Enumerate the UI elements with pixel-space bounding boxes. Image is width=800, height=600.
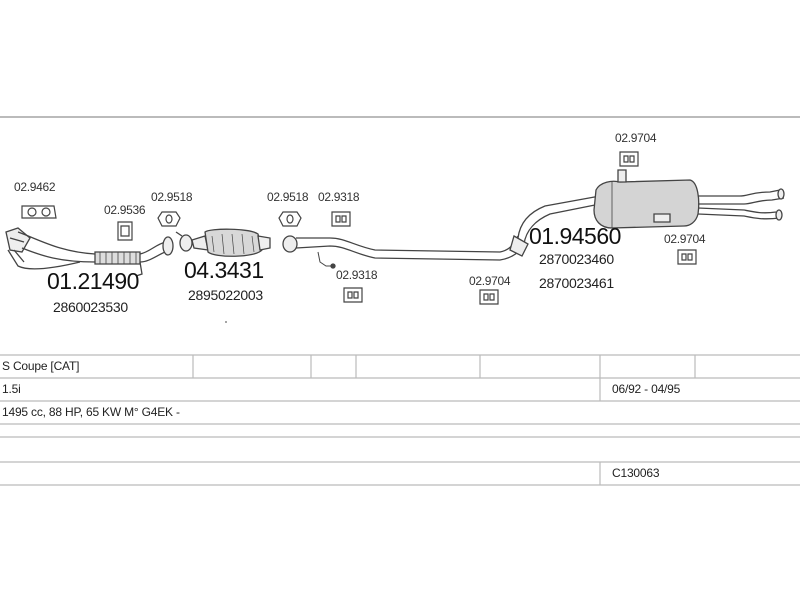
part-label-02-9536: 02.9536 — [104, 203, 146, 217]
hanger-02-9704-c — [677, 249, 697, 265]
spec-years: 06/92 - 04/95 — [612, 382, 681, 396]
front-pipe-oem: 2860023530 — [53, 299, 128, 315]
part-label-02-9518-b: 02.9518 — [267, 190, 309, 204]
part-label-02-9704-a: 02.9704 — [469, 274, 511, 288]
front-pipe-drawing — [5, 227, 174, 277]
rear-silencer-number: 01.94560 — [529, 223, 621, 249]
hanger-02-9704-b — [619, 151, 639, 167]
catalyst-drawing — [175, 228, 271, 257]
hanger-02-9318-b — [343, 287, 363, 303]
hanger-02-9536 — [117, 221, 133, 241]
ring-02-9518-a — [157, 211, 181, 227]
part-label-02-9518-a: 02.9518 — [151, 190, 193, 204]
dot-marker — [225, 321, 227, 323]
catalyst-oem: 2895022003 — [188, 287, 263, 303]
middle-pipe-drawing — [282, 235, 525, 269]
front-pipe-number: 01.21490 — [47, 268, 139, 294]
rear-silencer-oem-1: 2870023460 — [539, 251, 614, 267]
spec-code: C130063 — [612, 466, 660, 480]
part-label-02-9704-b: 02.9704 — [615, 131, 657, 145]
rear-silencer-drawing — [509, 169, 785, 257]
part-label-02-9704-c: 02.9704 — [664, 232, 706, 246]
hanger-02-9318-a — [331, 211, 351, 227]
rear-silencer-oem-2: 2870023461 — [539, 275, 614, 291]
gasket-02-9462 — [21, 205, 57, 219]
spec-engine: 1.5i — [2, 382, 21, 396]
hanger-02-9704-a — [479, 289, 499, 305]
spec-details: 1495 cc, 88 HP, 65 KW M° G4EK - — [2, 405, 180, 419]
part-label-02-9318-a: 02.9318 — [318, 190, 360, 204]
ring-02-9518-b — [278, 211, 302, 227]
spec-table-grid — [0, 354, 800, 486]
spec-model: S Coupe [CAT] — [2, 359, 80, 373]
part-label-02-9318-b: 02.9318 — [336, 268, 378, 282]
catalyst-number: 04.3431 — [184, 257, 264, 283]
part-label-02-9462: 02.9462 — [14, 180, 56, 194]
